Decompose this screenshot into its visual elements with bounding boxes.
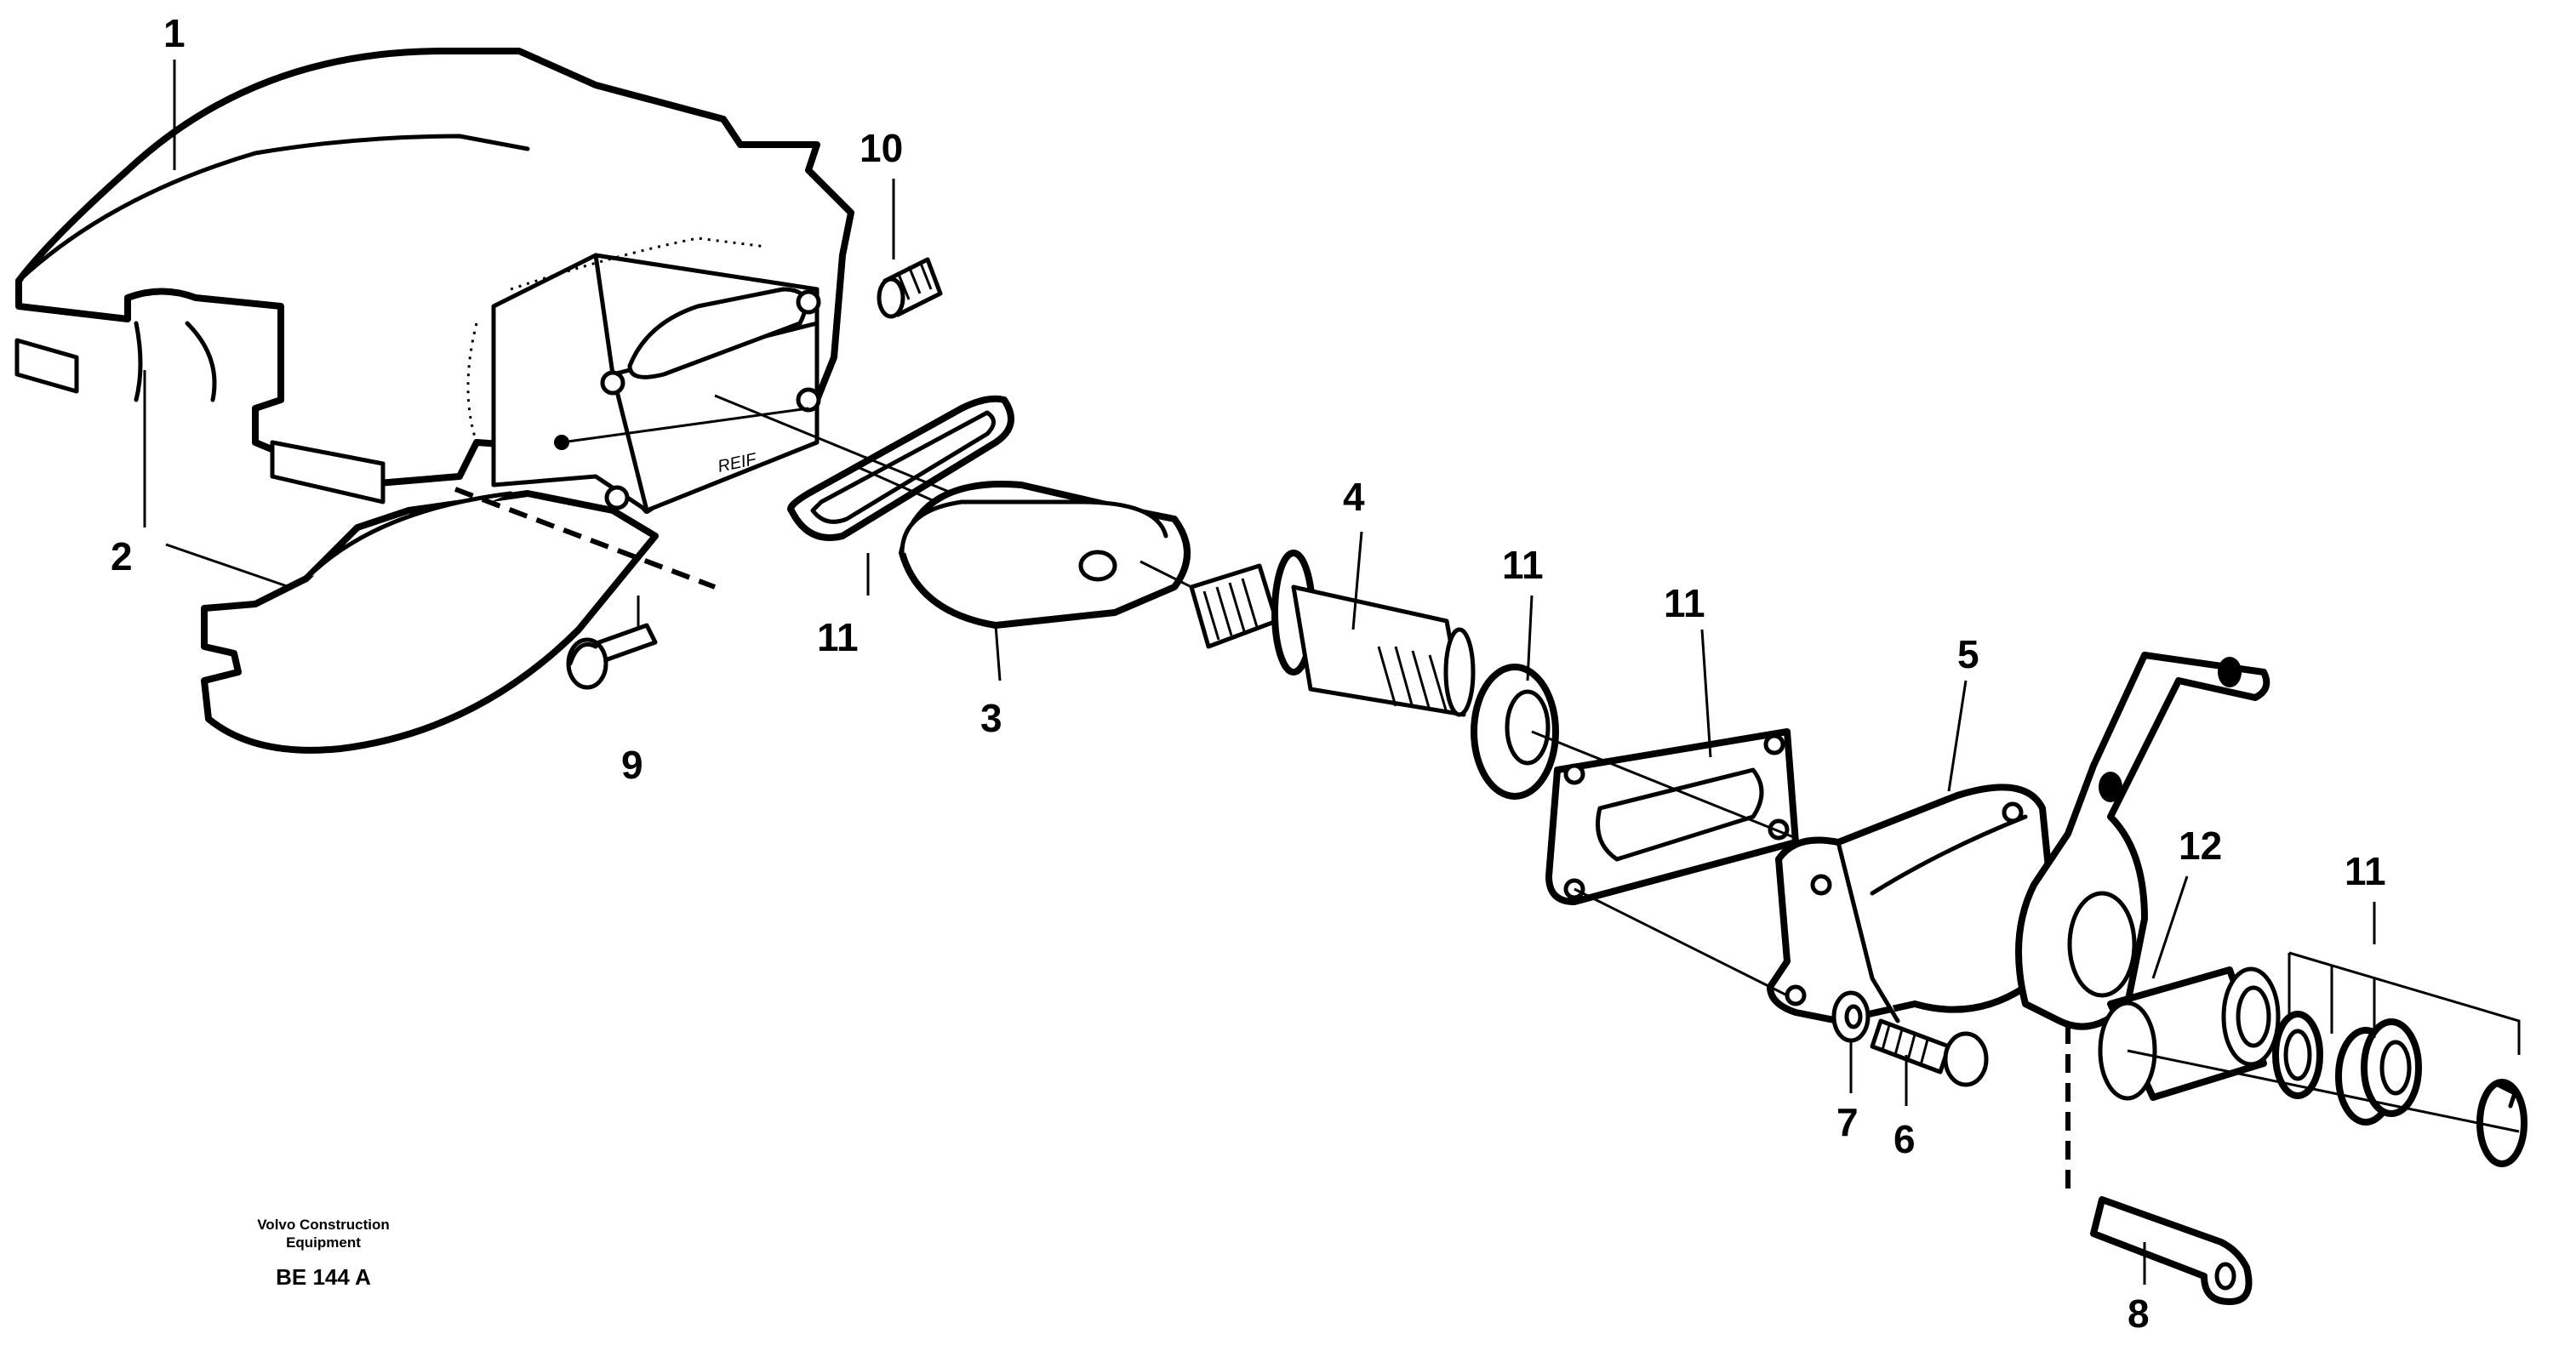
figure-code: BE 144 A — [276, 1264, 371, 1290]
callout-7: 7 — [1836, 1100, 1859, 1144]
part-7-washer — [1831, 990, 1871, 1043]
callout-9: 9 — [621, 743, 643, 787]
part-10-set-screw — [877, 257, 943, 319]
callout-labels: 1 2 10 11 3 4 11 11 5 9 12 11 7 6 8 — [111, 11, 2386, 1336]
callout-10: 10 — [860, 126, 903, 170]
part-11-ring-set — [2272, 1011, 2527, 1167]
part-1-housing: REIF — [14, 48, 854, 514]
part-11-seal-ring — [787, 395, 1014, 541]
callout-2: 2 — [111, 534, 133, 579]
callout-11-washer: 11 — [1502, 543, 1544, 587]
callout-8: 8 — [2128, 1291, 2150, 1336]
callout-3: 3 — [980, 696, 1002, 740]
part-12-bushing — [2098, 966, 2281, 1101]
publisher-line-2: Equipment — [286, 1234, 361, 1251]
part-6-bolt — [1870, 1018, 1989, 1087]
assembly-axis-lines — [454, 394, 2521, 1191]
part-2-bracket-plate — [201, 490, 659, 754]
publisher-line-1: Volvo Construction — [257, 1217, 390, 1233]
callout-12: 12 — [2179, 824, 2222, 868]
callout-1: 1 — [163, 11, 186, 55]
callout-leader-lines — [143, 60, 2376, 1285]
part-8-clip-bracket — [2090, 1196, 2253, 1305]
publisher-block: Volvo Construction Equipment BE 144 A — [257, 1217, 390, 1290]
part-9-screw — [566, 623, 658, 690]
part-3-cam-block — [899, 481, 1191, 629]
part-11-washer — [1471, 664, 1559, 800]
part-11-gasket — [1545, 728, 1799, 905]
callout-11-seal: 11 — [817, 615, 859, 659]
callout-11-gasket: 11 — [1664, 581, 1705, 625]
part-5-lever-housing — [1767, 652, 2270, 1030]
callout-11-rings: 11 — [2345, 849, 2386, 893]
part-4-shaft — [1189, 550, 1476, 717]
callout-4: 4 — [1343, 475, 1365, 519]
callout-5: 5 — [1957, 632, 1979, 676]
callout-6: 6 — [1893, 1117, 1916, 1161]
